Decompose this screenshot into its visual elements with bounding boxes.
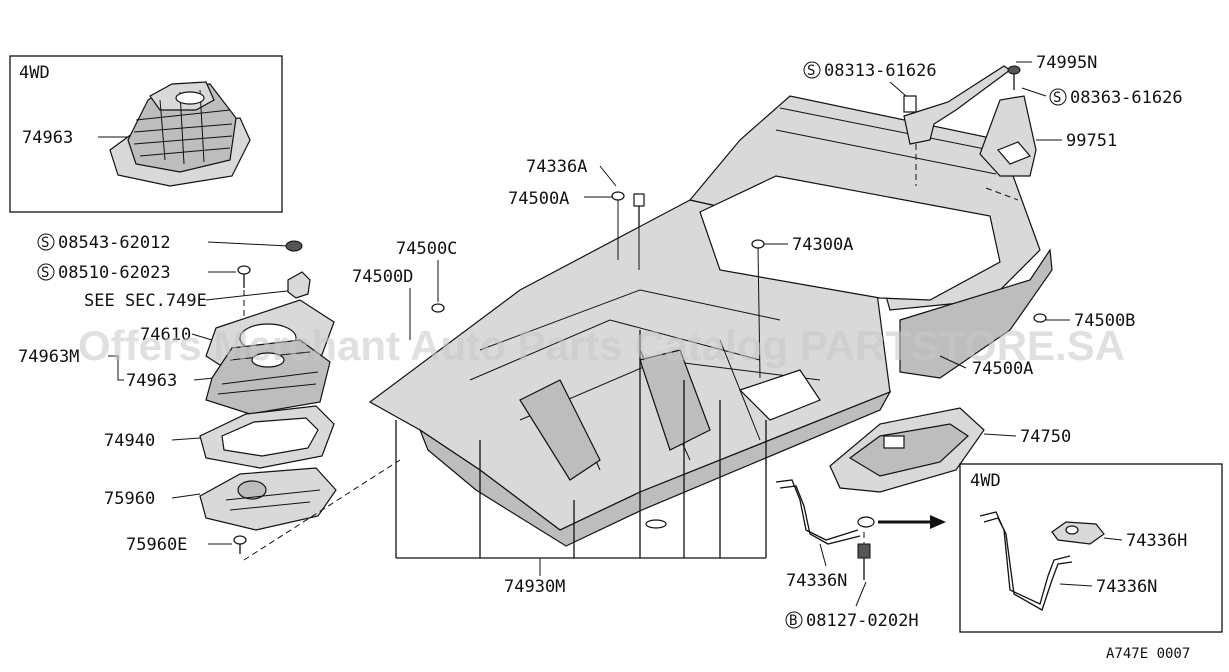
part-label-75960E: 75960E — [126, 535, 187, 555]
bolt-08127-icon — [857, 543, 871, 580]
plug-74500C-icon — [431, 303, 445, 313]
part-label-08510-62023: 08510-62023 — [58, 263, 171, 283]
part-label-74336H: 74336H — [1126, 531, 1187, 551]
svg-text:S: S — [1053, 90, 1061, 106]
bracket-99751-image — [979, 95, 1037, 177]
plug-74500B-icon — [1033, 313, 1047, 323]
part-label-74610: 74610 — [140, 325, 191, 345]
part-label-74500C: 74500C — [396, 239, 457, 259]
bracket-74336N-image — [775, 479, 875, 545]
inset-title: 4WD — [19, 63, 50, 83]
diagram-code: A747E 0007 — [1106, 646, 1190, 662]
panel-74750-image — [829, 407, 985, 493]
bracket-74336H-image — [1051, 521, 1105, 545]
part-label-74940: 74940 — [104, 431, 155, 451]
svg-text:B: B — [789, 613, 797, 629]
screw-symbol-08543: S — [37, 233, 55, 251]
part-label-74930M: 74930M — [504, 577, 565, 597]
part-label-74500B: 74500B — [1074, 311, 1135, 331]
bolt-symbol-08127: B — [785, 611, 803, 629]
part-label-74336A: 74336A — [526, 157, 587, 177]
bracket-74336N-4wd-image — [979, 511, 1073, 611]
inset-4wd-bottom-right: 4WD 74336H 74336N — [959, 463, 1223, 633]
part-label-08127-0202H: 08127-0202H — [806, 611, 919, 631]
bracket-74995N-image — [903, 65, 1012, 145]
plug-74300A-icon — [751, 239, 765, 249]
shift-boot-74963-image — [205, 339, 331, 415]
watermark-text: Offers Merchant Auto Parts Catalog PARTS… — [78, 322, 1125, 369]
arrow-to-4wd-inset-icon — [878, 515, 946, 529]
part-label-75960: 75960 — [104, 489, 155, 509]
screw-08510-icon — [237, 265, 251, 288]
part-label-74995N: 74995N — [1036, 53, 1097, 73]
part-label-99751: 99751 — [1066, 131, 1117, 151]
part-label-74500A-top: 74500A — [508, 189, 569, 209]
part-label-74500A-right: 74500A — [972, 359, 1033, 379]
screw-symbol-08313: S — [803, 61, 821, 79]
bolt-75960E-icon — [233, 535, 247, 554]
floor-panel-74930M-image — [368, 199, 892, 547]
part-label-74750: 74750 — [1020, 427, 1071, 447]
bracket-749e-icon — [287, 271, 311, 299]
left-components: S 08543-62012 S 08510-62023 SEE SEC.749E… — [18, 233, 401, 561]
part-label-74300A: 74300A — [792, 235, 853, 255]
rear-floor-panel-image — [688, 95, 1053, 379]
leader-74930M — [395, 330, 767, 576]
bolt-08363-icon — [1007, 65, 1021, 90]
cover-75960-image — [199, 467, 337, 531]
svg-text:S: S — [41, 235, 49, 251]
screw-symbol-08510: S — [37, 263, 55, 281]
part-label-74336N: 74336N — [786, 571, 847, 591]
part-label-74963: 74963 — [126, 371, 177, 391]
inset-4wd-top-left: 4WD 74963 — [9, 55, 283, 213]
gasket-74940-image — [199, 405, 335, 469]
part-label-08363-61626: 08363-61626 — [1070, 88, 1183, 108]
bolt-74500A-icon — [633, 193, 645, 226]
screw-symbol-08363: S — [1049, 88, 1067, 106]
part-label-74336N-4wd: 74336N — [1096, 577, 1157, 597]
svg-text:S: S — [41, 265, 49, 281]
inset-title-bottom: 4WD — [970, 471, 1001, 491]
clip-74336A-icon — [611, 191, 625, 201]
see-sec-749e-label: SEE SEC.749E — [84, 291, 207, 311]
svg-text:S: S — [807, 63, 815, 79]
part-label-08313-61626: 08313-61626 — [824, 61, 937, 81]
part-label-74963M: 74963M — [18, 347, 79, 367]
clip-08543-icon — [285, 240, 303, 252]
shift-boot-4wd-image — [109, 81, 251, 187]
part-label-08543-62012: 08543-62012 — [58, 233, 171, 253]
part-label-74500D: 74500D — [352, 267, 413, 287]
part-label-74963-inset: 74963 — [22, 128, 73, 148]
